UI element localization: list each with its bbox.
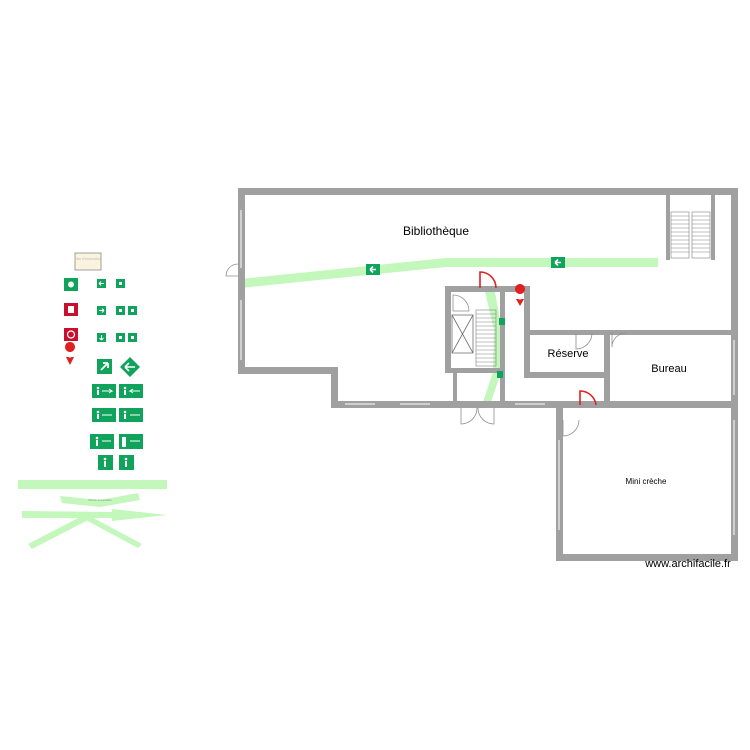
exit-sign-small-2 — [497, 371, 503, 378]
evacuation-path-main — [240, 258, 658, 288]
fire-extinguisher-legend-icon — [65, 342, 76, 365]
door-library-exit — [225, 263, 239, 277]
wall-core-right — [500, 286, 505, 406]
door-elevator — [452, 294, 470, 312]
fire-doors — [479, 271, 597, 406]
wall-library-bottom-left — [238, 367, 338, 374]
fire-hose-icon — [64, 328, 78, 341]
wall-core-bottom — [445, 368, 503, 373]
door-reserve — [575, 332, 593, 350]
wall-reserve-top — [524, 330, 738, 335]
wall-stair-right — [711, 188, 715, 260]
wall-core-top — [445, 286, 530, 292]
windows — [240, 210, 735, 535]
room-label-creche: Mini crèche — [626, 477, 667, 486]
stairs-core — [475, 309, 497, 367]
room-label-reserve: Réserve — [548, 348, 589, 360]
fire-extinguisher-icon — [515, 284, 526, 306]
door-exit-right — [477, 407, 495, 425]
door-creche — [562, 419, 580, 437]
doors — [225, 263, 627, 437]
stairs-top-right — [670, 211, 711, 259]
door-exit-left — [460, 407, 478, 425]
legend-path-caption: Chemin d'évacuation — [88, 499, 112, 502]
assembly-point-icon — [64, 278, 78, 291]
room-label-bibliotheque: Bibliothèque — [403, 224, 469, 238]
wall-reserve-bureau — [604, 330, 610, 408]
exit-sign-arrow-1 — [366, 264, 380, 275]
exit-sign-small-1 — [499, 318, 505, 325]
elevator — [451, 314, 474, 354]
wall-stair-left — [666, 188, 670, 260]
legend-plan-box: Plan d'évacuation — [74, 252, 102, 271]
wall-core-left — [445, 286, 451, 372]
fire-door-core — [479, 271, 497, 289]
small-exit-signs — [97, 279, 137, 342]
exit-sign-arrow-2 — [551, 257, 565, 268]
wall-step — [331, 367, 338, 408]
legend-plan-caption: Plan d'évacuation — [74, 257, 102, 261]
wall-left — [238, 188, 245, 374]
wall-top — [238, 188, 738, 195]
evacuation-path-stair — [481, 287, 502, 408]
fire-door-corridor — [579, 390, 597, 406]
exit-arrow-diagonal-icon — [97, 359, 112, 374]
wall-reserve-bottom — [524, 372, 609, 378]
wall-core-lower — [453, 372, 457, 404]
wall-creche-bottom — [556, 554, 738, 561]
fire-alarm-icon — [64, 303, 78, 316]
door-bureau — [611, 332, 627, 348]
room-label-bureau: Bureau — [651, 363, 686, 375]
legend-evac-path-samples: Chemin d'évacuation — [18, 480, 167, 549]
watermark-text: www.archifacile.fr — [644, 558, 731, 570]
exit-arrow-left-icon — [120, 357, 140, 377]
running-man-signs — [90, 384, 143, 470]
